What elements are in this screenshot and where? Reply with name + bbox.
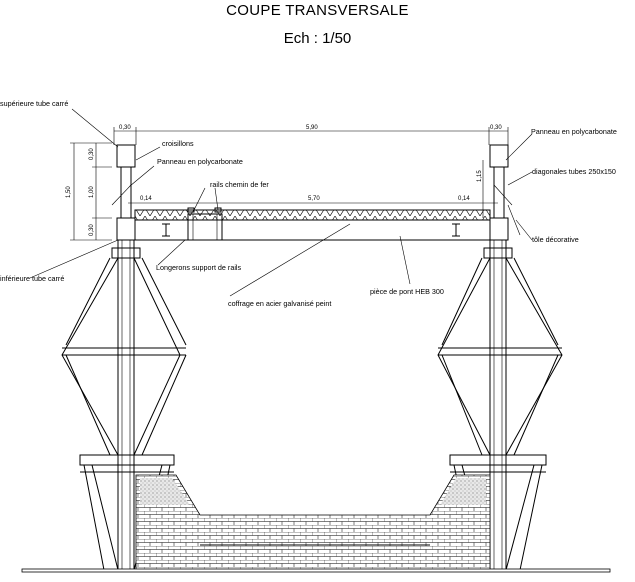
dim-mid-inner: 5,70 — [308, 196, 320, 202]
label-tole: tôle décorative — [532, 235, 579, 244]
label-inf-tube: inférieure tube carré — [0, 274, 64, 283]
dim-vert-top: 0,30 — [89, 148, 95, 160]
label-panneau-right: Panneau en polycarbonate — [531, 127, 617, 136]
masonry-abutment — [135, 474, 491, 571]
dim-vert-total: 1,50 — [66, 186, 72, 198]
label-coffrage: coffrage en acier galvanisé peint — [228, 299, 331, 308]
dim-vert-right: 1,15 — [477, 170, 483, 182]
dim-vert-bot: 0,30 — [89, 224, 95, 236]
dim-top-right: 0,30 — [490, 125, 502, 131]
top-dimension-line: 0,30 5,90 0,30 — [113, 125, 509, 145]
label-sup-tube: supérieure tube carré — [0, 99, 68, 108]
left-vertical-dimensions: 1,50 0,30 1,00 0,30 — [66, 142, 112, 241]
right-vertical-dimension: 1,15 — [477, 160, 484, 218]
leader-lines — [29, 108, 533, 297]
dim-left-inner: 0,14 — [140, 196, 152, 202]
dim-top-left: 0,30 — [119, 125, 131, 131]
drawing-title: COUPE TRANSVERSALE — [226, 2, 409, 19]
ground-line — [21, 568, 611, 573]
label-croisillons: croisillons — [162, 139, 194, 148]
dim-top-mid: 5,90 — [306, 125, 318, 131]
dim-right-inner: 0,14 — [458, 196, 470, 202]
label-longerons: Longerons support de rails — [156, 263, 242, 272]
label-diagonales: diagonales tubes 250x150 — [532, 167, 616, 176]
label-panneau-left: Panneau en polycarbonate — [157, 157, 243, 166]
drawing-scale: Ech : 1/50 — [283, 30, 352, 47]
label-piece-pont: pièce de pont HEB 300 — [370, 287, 444, 296]
inner-dimension-line: 0,14 5,70 0,14 — [128, 196, 498, 204]
label-rails: rails chemin de fer — [210, 180, 269, 189]
dim-vert-mid: 1,00 — [89, 186, 95, 198]
